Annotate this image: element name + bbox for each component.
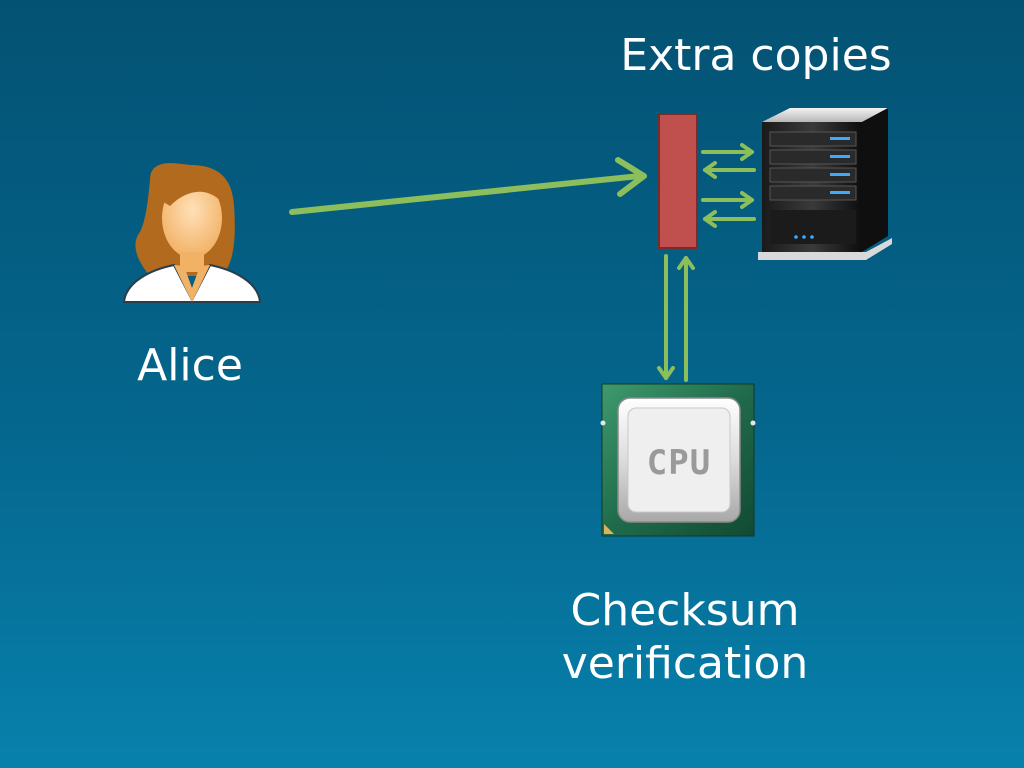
buffer-block — [658, 113, 698, 249]
extra-copies-label: Extra copies — [620, 30, 892, 81]
cpu-chip-icon: CPU — [600, 383, 756, 537]
buffer-cpu-arrows — [657, 254, 695, 382]
server-icon — [758, 108, 892, 260]
alice-label: Alice — [137, 340, 243, 391]
user-avatar-icon — [122, 163, 262, 303]
checksum-verification-label: Checksum verification — [520, 585, 850, 691]
cpu-chip-text: CPU — [647, 443, 711, 483]
alice-to-buffer-arrow — [289, 157, 647, 215]
buffer-server-arrows — [701, 143, 756, 228]
checksum-label-line2: verification — [561, 637, 809, 689]
checksum-label-line1: Checksum — [570, 585, 800, 636]
